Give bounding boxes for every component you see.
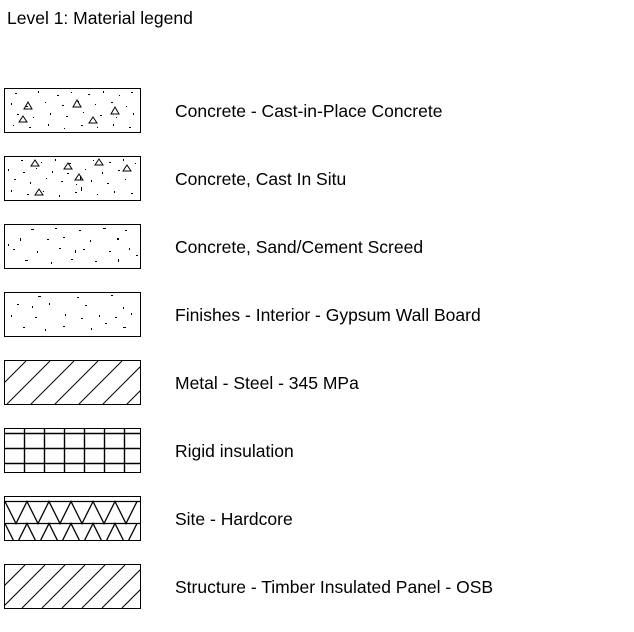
swatch-diagonal-hatch-wide — [4, 360, 141, 405]
swatch-triangular-lattice — [4, 496, 141, 541]
legend-label: Concrete - Cast-in-Place Concrete — [175, 100, 443, 121]
legend-row: Concrete - Cast-in-Place Concrete — [0, 88, 634, 156]
legend-row-list: Concrete - Cast-in-Place Concrete — [0, 88, 634, 632]
legend-row: Concrete, Cast In Situ — [0, 156, 634, 224]
legend-label: Structure - Timber Insulated Panel - OSB — [175, 576, 494, 597]
legend-row: Structure - Timber Insulated Panel - OSB — [0, 564, 634, 632]
page-title: Level 1: Material legend — [7, 8, 193, 28]
legend-label: Metal - Steel - 345 MPa — [175, 372, 359, 393]
legend-row: Site - Hardcore — [0, 496, 634, 564]
swatch-concrete-dense-stipple — [4, 156, 141, 201]
swatch-concrete-aggregate-stipple — [4, 88, 141, 133]
swatch-screed-fine-stipple — [4, 224, 141, 269]
swatch-diagonal-hatch-narrow — [4, 564, 141, 609]
legend-label: Concrete, Cast In Situ — [175, 168, 347, 189]
legend-row: Rigid insulation — [0, 428, 634, 496]
legend-label: Finishes - Interior - Gypsum Wall Board — [175, 304, 481, 325]
legend-row: Concrete, Sand/Cement Screed — [0, 224, 634, 292]
legend-label: Rigid insulation — [175, 440, 294, 461]
legend-row: Metal - Steel - 345 MPa — [0, 360, 634, 428]
legend-row: Finishes - Interior - Gypsum Wall Board — [0, 292, 634, 360]
legend-label: Site - Hardcore — [175, 508, 293, 529]
swatch-gypsum-sparse-stipple — [4, 292, 141, 337]
legend-label: Concrete, Sand/Cement Screed — [175, 236, 424, 257]
swatch-rectangular-grid — [4, 428, 141, 473]
